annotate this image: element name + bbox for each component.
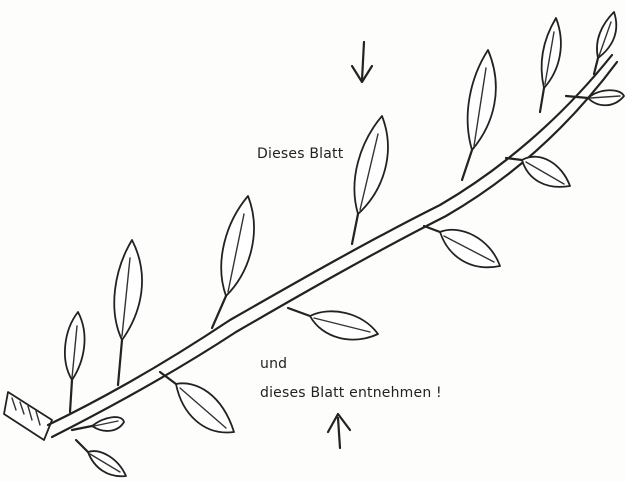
- up-arrow-icon: [328, 414, 350, 448]
- leaf-upper-5: [462, 50, 496, 180]
- label-and: und: [260, 356, 287, 372]
- label-remove-this-leaf: dieses Blatt entnehmen !: [260, 385, 442, 401]
- leaf-lower-7: [566, 90, 624, 105]
- leaf-lower-6: [506, 157, 570, 187]
- leaf-lower-2: [76, 440, 126, 476]
- branch-cut-end: [4, 392, 52, 440]
- leaf-upper-2: [114, 240, 142, 385]
- leaf-upper-1: [65, 312, 85, 412]
- leaf-lower-1: [72, 417, 124, 431]
- leaf-lower-5: [424, 226, 500, 267]
- leaf-upper-6: [540, 18, 561, 112]
- label-this-leaf: Dieses Blatt: [257, 146, 343, 162]
- upper-leaves: [65, 12, 616, 412]
- down-arrow-icon: [352, 42, 372, 82]
- leaf-lower-4 (marked): [288, 308, 378, 340]
- lower-leaves: [72, 90, 624, 476]
- leaf-upper-3: [212, 196, 254, 328]
- leaf-upper-4 (marked): [352, 116, 388, 244]
- leaf-lower-3: [160, 372, 234, 432]
